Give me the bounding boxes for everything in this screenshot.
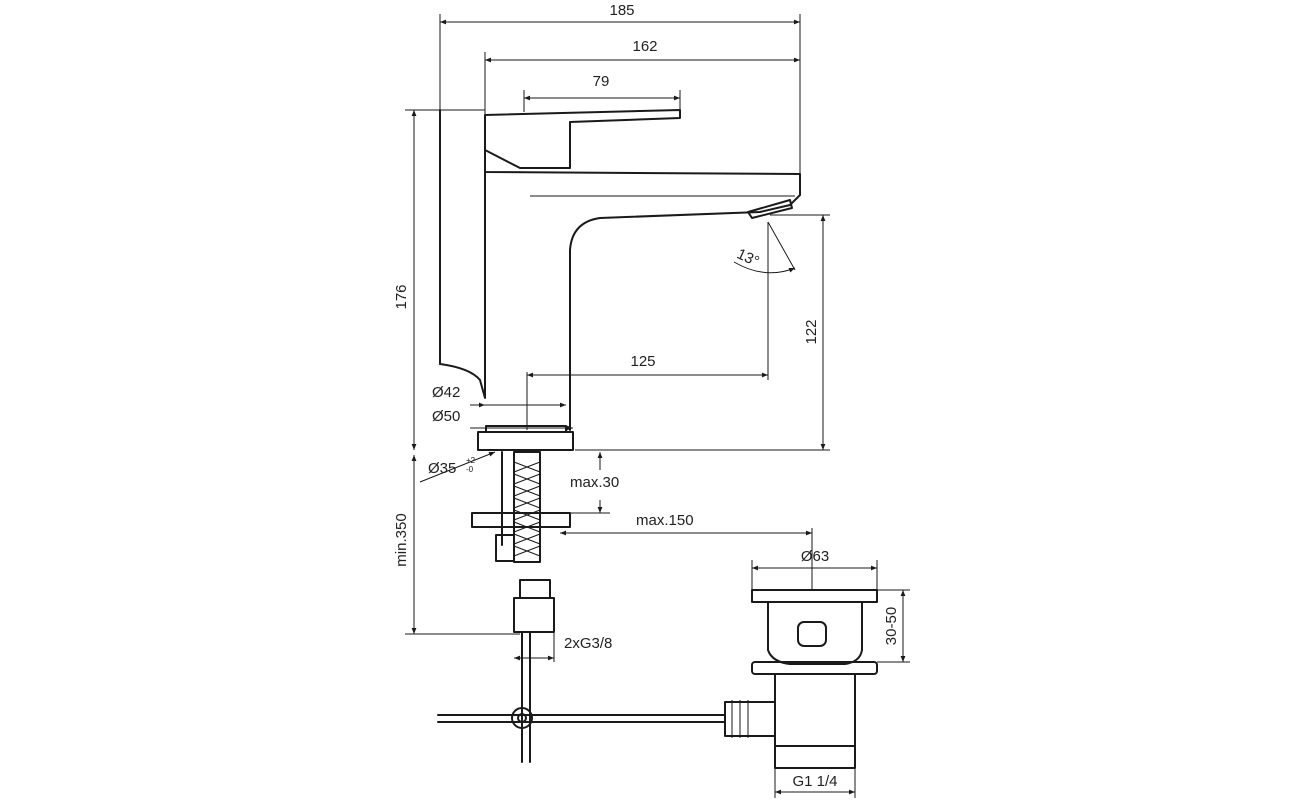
body-left [439, 171, 486, 399]
dimension-labels: 185 162 79 176 122 125 13° Ø42 Ø50 Ø35 +… [393, 2, 900, 790]
under-deck-assembly [437, 451, 726, 763]
dim-hole-tolerance: +2 [466, 456, 476, 465]
dim-deck-thickness: max.30 [570, 474, 619, 491]
waste-assembly [724, 589, 878, 769]
dim-height-overall: 176 [393, 284, 410, 309]
dim-waste-thread: G1 1/4 [792, 773, 837, 790]
dim-lever-length: 79 [593, 73, 610, 90]
dim-pull-rod-reach: max.150 [636, 512, 694, 529]
dim-waste-range: 30-50 [883, 607, 900, 645]
lever-handle [484, 109, 681, 169]
dim-tilt-angle: 13° [734, 245, 762, 270]
dim-connection: 2xG3/8 [564, 635, 612, 652]
dim-min-clearance: min.350 [393, 513, 410, 566]
dim-outlet-offset: 125 [630, 353, 655, 370]
base-plate [477, 431, 574, 451]
aerator [747, 199, 793, 219]
waste-cap [751, 589, 878, 603]
dim-width-overall: 185 [609, 2, 634, 19]
dim-hole-diameter: Ø35 [428, 460, 456, 477]
dim-hole-tolerance-low: -0 [466, 465, 474, 474]
pivot-joint [511, 707, 533, 729]
dim-waste-diameter: Ø63 [801, 548, 829, 565]
hose-nut [513, 597, 555, 633]
dim-outlet-height: 122 [803, 319, 820, 344]
waste-slot [797, 621, 827, 647]
dim-body-diameter: Ø42 [432, 384, 460, 401]
dim-spout-reach: 162 [632, 38, 657, 55]
threaded-shank [513, 451, 541, 563]
waste-body [774, 673, 856, 747]
dimension-lines [405, 14, 910, 798]
faucet-body [439, 109, 801, 451]
dim-base-diameter: Ø50 [432, 408, 460, 425]
spout [484, 149, 801, 431]
fixing-plate [471, 512, 571, 528]
